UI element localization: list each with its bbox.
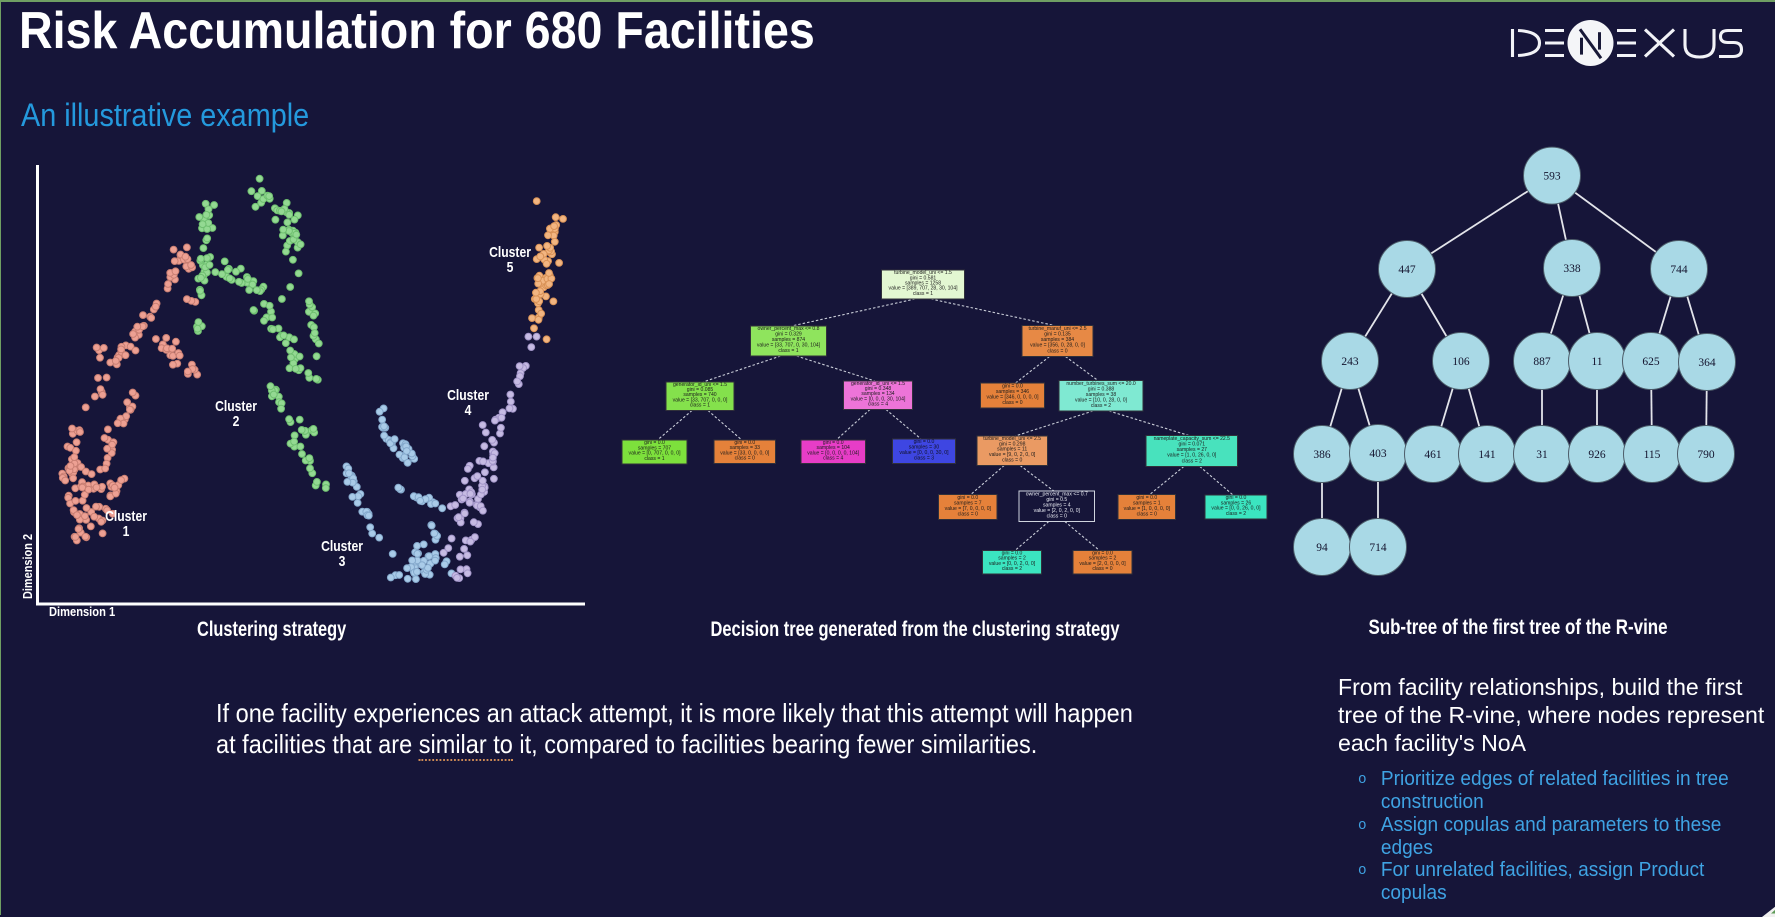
svg-text:class = 0: class = 0: [1092, 566, 1112, 572]
svg-text:364: 364: [1698, 357, 1716, 369]
svg-text:338: 338: [1563, 263, 1581, 275]
svg-text:926: 926: [1588, 449, 1606, 461]
svg-text:790: 790: [1697, 449, 1715, 461]
svg-text:141: 141: [1478, 449, 1496, 461]
svg-text:447: 447: [1398, 264, 1416, 276]
svg-text:class = 3: class = 3: [914, 455, 934, 461]
svg-text:744: 744: [1670, 264, 1688, 276]
svg-text:class = 0: class = 0: [1002, 400, 1022, 406]
svg-text:class = 0: class = 0: [1137, 511, 1157, 517]
svg-text:class = 1: class = 1: [690, 402, 710, 408]
svg-text:class = 1: class = 1: [644, 456, 664, 462]
svg-text:class = 0: class = 0: [735, 455, 755, 461]
svg-text:class = 2: class = 2: [1002, 566, 1022, 572]
svg-text:94: 94: [1316, 542, 1328, 554]
svg-text:386: 386: [1313, 449, 1331, 461]
svg-text:class = 2: class = 2: [1091, 403, 1111, 409]
svg-text:class = 1: class = 1: [778, 348, 798, 354]
svg-text:11: 11: [1591, 356, 1602, 368]
svg-text:106: 106: [1452, 356, 1470, 368]
svg-text:115: 115: [1644, 449, 1661, 461]
svg-text:714: 714: [1369, 542, 1387, 554]
svg-text:class = 4: class = 4: [823, 455, 843, 461]
svg-text:887: 887: [1533, 356, 1551, 368]
svg-text:243: 243: [1341, 356, 1359, 368]
svg-text:class = 0: class = 0: [958, 511, 978, 517]
svg-text:class = 0: class = 0: [1047, 513, 1067, 519]
svg-text:593: 593: [1543, 170, 1561, 182]
svg-text:403: 403: [1369, 448, 1387, 460]
svg-text:class = 1: class = 1: [913, 291, 933, 297]
svg-text:461: 461: [1424, 449, 1442, 461]
svg-text:class = 0: class = 0: [1047, 348, 1067, 354]
svg-text:class = 0: class = 0: [1002, 457, 1022, 463]
svg-text:31: 31: [1536, 449, 1548, 461]
svg-text:class = 2: class = 2: [1182, 458, 1202, 464]
svg-text:class = 2: class = 2: [1226, 511, 1246, 517]
svg-text:625: 625: [1642, 356, 1660, 368]
svg-text:class = 4: class = 4: [868, 401, 888, 407]
